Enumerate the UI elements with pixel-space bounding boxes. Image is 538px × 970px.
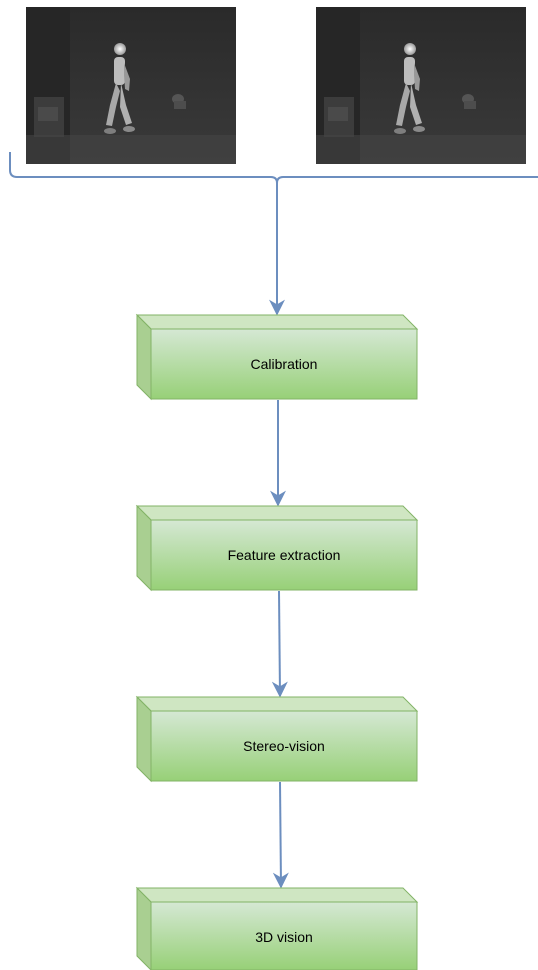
connector-arrow <box>271 590 288 698</box>
right-camera-frame <box>316 7 526 164</box>
merge-bracket <box>9 152 538 184</box>
step-label: Feature extraction <box>228 547 341 563</box>
left-camera-frame <box>26 7 236 164</box>
step-label: Stereo-vision <box>243 738 325 754</box>
step-calibration: Calibration <box>135 313 419 401</box>
connector-arrow <box>272 781 289 889</box>
step-label: Calibration <box>251 356 318 372</box>
step-label: 3D vision <box>255 929 313 945</box>
step-3d-vision: 3D vision <box>135 886 419 970</box>
step-stereo-vision: Stereo-vision <box>135 695 419 783</box>
step-feature-extraction: Feature extraction <box>135 504 419 592</box>
